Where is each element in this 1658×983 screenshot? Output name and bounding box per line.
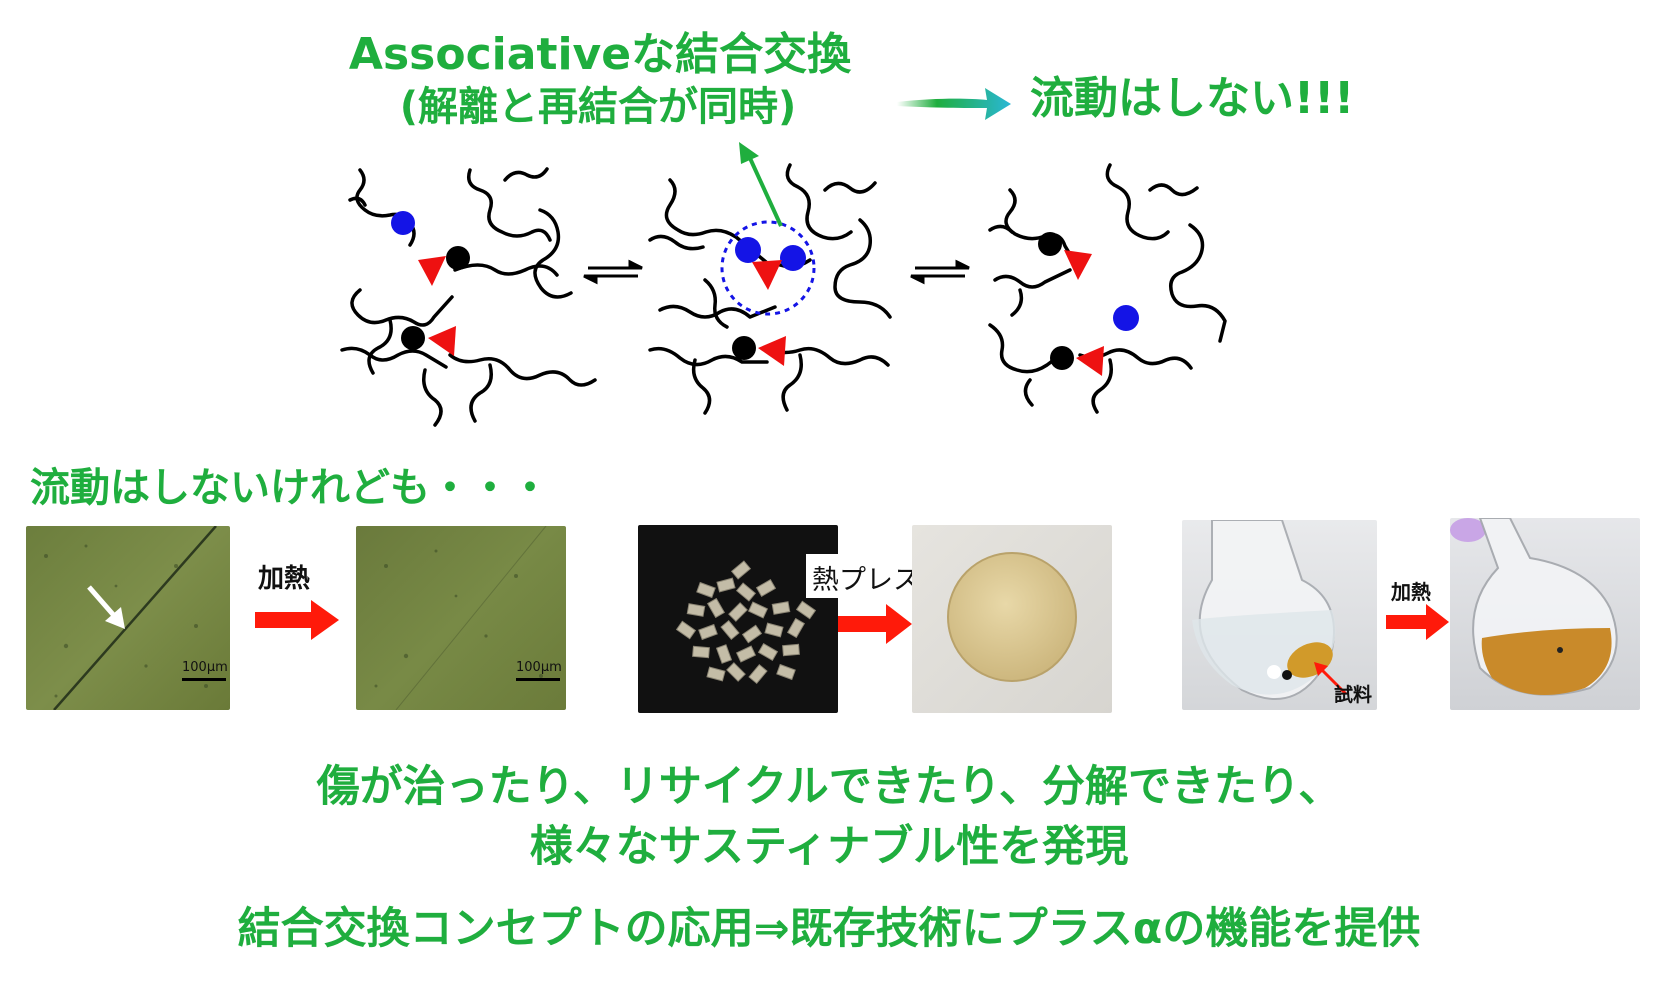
flask-before-photo: 試料 — [1182, 520, 1377, 710]
press-label: 熱プレス — [812, 565, 920, 596]
sample-label: 試料 — [1334, 684, 1373, 706]
red-arrow-2-icon — [838, 604, 912, 644]
title-line1: Associativeな結合交換 — [348, 29, 852, 80]
heat-label-2: 加熱 — [1391, 580, 1431, 604]
bottom-line1: 傷が治ったり、リサイクルできたり、分解できたり、 — [316, 762, 1342, 812]
white-arrow-icon — [87, 585, 125, 629]
pressed-disc-photo — [912, 525, 1112, 713]
sample-pointer-arrow-icon — [1314, 662, 1348, 696]
result-text: 流動はしない!!! — [1030, 73, 1355, 124]
gradient-arrow-icon — [897, 88, 1011, 120]
polymer-network-diagram — [340, 163, 1227, 427]
scale-label-1: 100μm — [182, 660, 228, 675]
red-arrow-3-icon — [1386, 604, 1449, 640]
heat-label-1: 加熱 — [258, 564, 311, 594]
pellets-photo — [638, 525, 838, 713]
flask-after-photo — [1450, 518, 1640, 710]
bottom-line3: 結合交換コンセプトの応用⇒既存技術にプラスαの機能を提供 — [237, 904, 1421, 954]
subtitle-text: 流動はしないけれども・・・ — [30, 465, 550, 511]
green-pointer-arrow-icon — [739, 142, 783, 227]
microscope-before-photo: 100μm — [26, 526, 230, 710]
bottom-line2: 様々なサスティナブル性を発現 — [529, 822, 1129, 872]
press-label-box — [806, 554, 932, 598]
scale-label-2: 100μm — [516, 660, 562, 675]
red-arrow-1-icon — [255, 600, 339, 640]
title-line2: (解離と再結合が同時) — [399, 84, 797, 130]
microscope-after-photo: 100μm — [356, 526, 566, 710]
